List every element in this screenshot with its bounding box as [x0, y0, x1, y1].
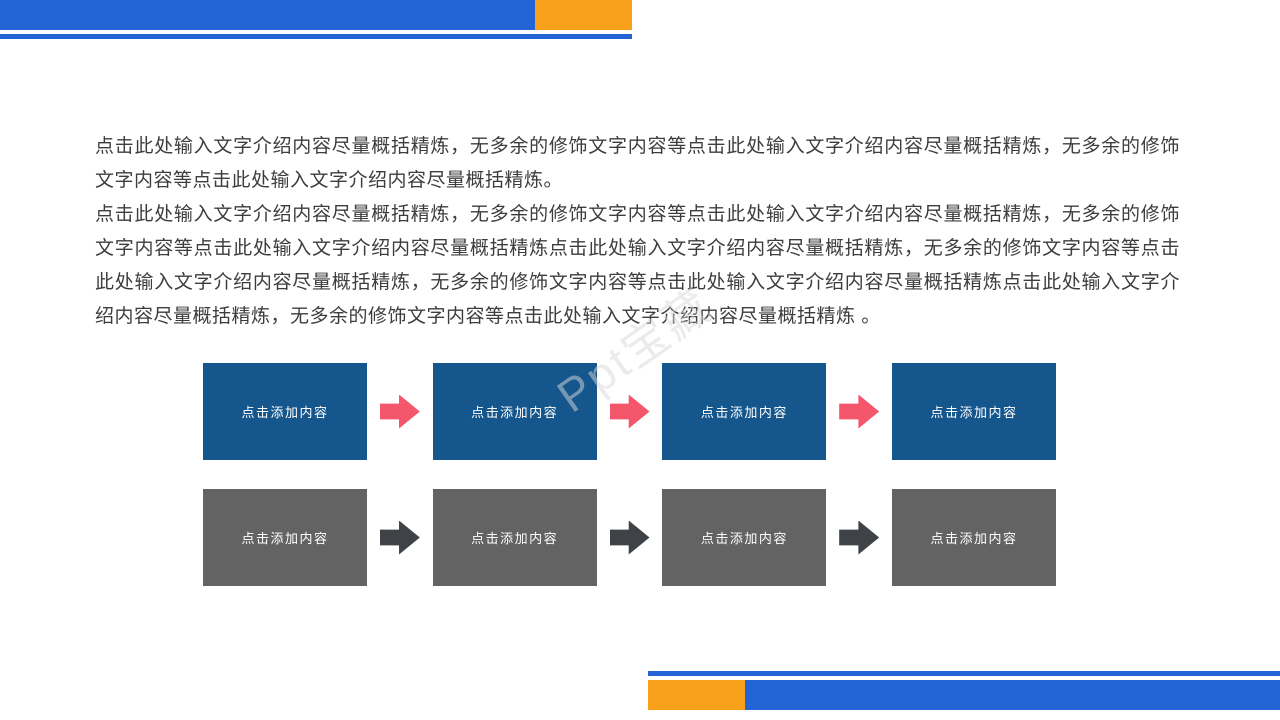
flow-box[interactable]: 点击添加内容 [892, 489, 1057, 586]
text-placeholder-paragraph-2[interactable]: 点击此处输入文字介绍内容尽量概括精炼，无多余的修饰文字内容等点击此处输入文字介绍… [95, 204, 1180, 327]
right-arrow-icon [379, 394, 420, 429]
right-arrow-icon [839, 520, 880, 555]
right-arrow-icon [609, 394, 650, 429]
flow-box[interactable]: 点击添加内容 [203, 489, 367, 586]
arrow-wrap [367, 394, 433, 429]
flow-box[interactable]: 点击添加内容 [662, 489, 827, 586]
text-placeholder-paragraph-1[interactable]: 点击此处输入文字介绍内容尽量概括精炼，无多余的修饰文字内容等点击此处输入文字介绍… [95, 136, 1180, 191]
body-text-block: 点击此处输入文字介绍内容尽量概括精炼，无多余的修饰文字内容等点击此处输入文字介绍… [95, 130, 1180, 334]
flow-box[interactable]: 点击添加内容 [203, 363, 367, 460]
flow-box[interactable]: 点击添加内容 [662, 363, 827, 460]
top-decor [0, 0, 632, 39]
top-bar [0, 0, 632, 30]
flow-row-blue: 点击添加内容 点击添加内容 点击添加内容 点击添加内容 [203, 363, 1057, 460]
arrow-wrap [597, 520, 663, 555]
arrow-wrap [597, 394, 663, 429]
right-arrow-icon [379, 520, 420, 555]
arrow-wrap [826, 520, 892, 555]
right-arrow-icon [609, 520, 650, 555]
flow-box[interactable]: 点击添加内容 [432, 489, 597, 586]
top-accent-line [0, 34, 632, 39]
arrow-wrap [826, 394, 892, 429]
flow-box[interactable]: 点击添加内容 [892, 363, 1057, 460]
bottom-bar-orange-segment [648, 680, 745, 710]
bottom-accent-line [648, 671, 1280, 676]
top-bar-orange-segment [535, 0, 632, 30]
arrow-wrap [367, 520, 433, 555]
bottom-bar-blue-segment [745, 680, 1280, 710]
right-arrow-icon [839, 394, 880, 429]
bottom-bar [648, 680, 1280, 710]
top-bar-blue-segment [0, 0, 535, 30]
flow-box[interactable]: 点击添加内容 [432, 363, 597, 460]
flow-row-gray: 点击添加内容 点击添加内容 点击添加内容 点击添加内容 [203, 489, 1057, 586]
